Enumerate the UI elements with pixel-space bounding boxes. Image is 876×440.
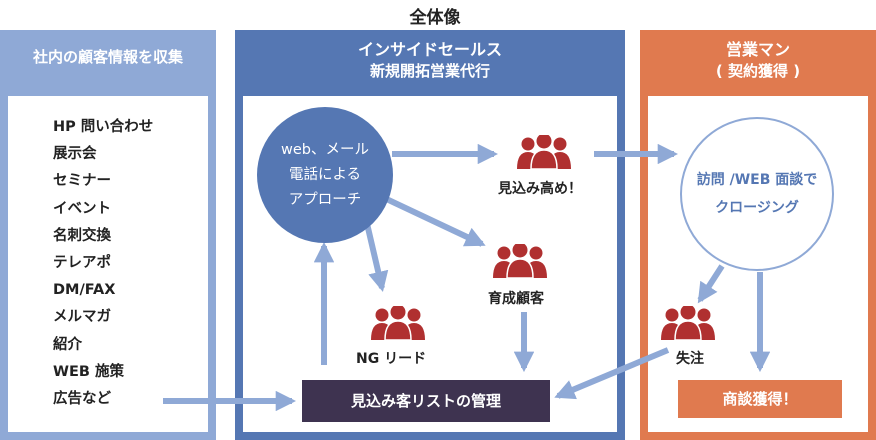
source-item: テレアポ (53, 254, 111, 271)
lost-order-label: 失注 (676, 351, 704, 367)
approach-line: アプローチ (288, 191, 362, 208)
closing-circle: 訪問 /WEB 面談で クロージング (680, 117, 834, 271)
warm-up-label: 見込み高め！ (498, 181, 582, 197)
approach-line: web、メール (281, 141, 369, 158)
closing-line: 訪問 /WEB 面談で (696, 172, 818, 188)
source-item: DM/FAX (53, 282, 116, 299)
sales-rep-title: 営業マン (725, 40, 790, 59)
source-item: イベント (53, 200, 111, 217)
overall-title: 全体像 (409, 8, 461, 28)
sales-rep-subtitle: ( 契約獲得 ) (715, 62, 801, 80)
source-item: セミナー (53, 173, 111, 190)
source-list: HP 問い合わせ 展示会 セミナー イベント 名刺交換 テレアポ DM/FAX … (53, 114, 153, 413)
source-list-box: HP 問い合わせ 展示会 セミナー イベント 名刺交換 テレアポ DM/FAX … (8, 96, 208, 432)
inside-sales-subtitle: 新規開拓営業代行 (369, 62, 490, 80)
source-item: 広告など (53, 390, 111, 407)
arrow-approach-to-nurture (378, 193, 486, 247)
customer-info-panel: 社内の顧客情報を収集 HP 問い合わせ 展示会 セミナー イベント 名刺交換 テ… (0, 30, 216, 440)
deal-acquired-box: 商談獲得！ (678, 380, 842, 418)
prospect-list-box: 見込み客リストの管理 (302, 380, 550, 422)
people-group-icon (516, 135, 572, 170)
customer-info-title: 社内の顧客情報を収集 (32, 48, 183, 66)
ng-lead-label: NG リード (356, 351, 427, 367)
approach-circle: web、メール 電話による アプローチ (257, 107, 393, 243)
people-group-icon (492, 244, 548, 279)
source-item: 紹介 (53, 336, 82, 353)
closing-line: クロージング (715, 200, 799, 216)
panel-notch (99, 84, 117, 94)
source-item: 名刺交換 (53, 227, 111, 244)
source-item: HP 問い合わせ (53, 119, 154, 135)
people-group-icon (660, 306, 716, 341)
approach-line: 電話による (288, 166, 362, 183)
arrow-lost-to-list (554, 347, 670, 400)
arrow-closing-to-lost (697, 264, 725, 304)
inside-sales-title: インサイドセールス (357, 40, 502, 59)
nurture-label: 育成顧客 (488, 291, 544, 307)
source-item: メルマガ (53, 309, 111, 326)
source-item: 展示会 (53, 146, 97, 163)
people-group-icon (370, 306, 426, 341)
source-item: WEB 施策 (53, 363, 124, 380)
